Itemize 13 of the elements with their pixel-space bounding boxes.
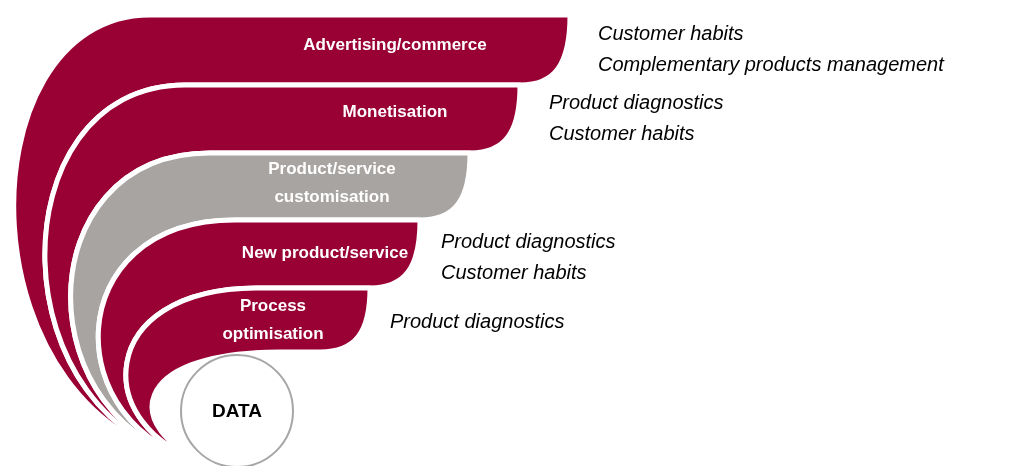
note-text: Product diagnostics xyxy=(390,309,565,334)
band-label: New product/service xyxy=(240,242,410,264)
note-text: Product diagnostics xyxy=(441,229,616,254)
note-text: Customer habits xyxy=(549,121,696,146)
note-text: Complementary products management xyxy=(598,52,944,77)
circle-label: DATA xyxy=(212,398,262,423)
note-text: Customer habits xyxy=(598,21,745,46)
note-text: Customer habits xyxy=(441,260,588,285)
band-label: Monetisation xyxy=(341,101,449,123)
band-label: Advertising/commerce xyxy=(302,34,488,56)
band-label: Process optimisation xyxy=(221,295,325,345)
band-label: Product/service customisation xyxy=(267,158,397,208)
note-text: Product diagnostics xyxy=(549,90,724,115)
